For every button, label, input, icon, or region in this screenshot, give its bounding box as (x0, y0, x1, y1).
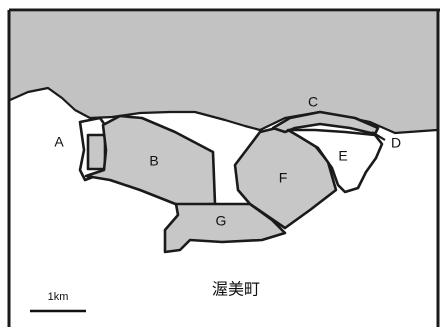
region-d-label: D (391, 135, 401, 151)
region-f-label: F (279, 170, 288, 186)
region-e-shape (286, 128, 384, 194)
region-e-label: E (338, 148, 347, 164)
town-name: 渥美町 (212, 280, 260, 299)
region-g-label: G (216, 213, 227, 229)
region-b-label: B (149, 153, 158, 169)
sea-area (10, 12, 437, 133)
region-a-label: A (54, 134, 64, 150)
region-a-shape (86, 133, 107, 171)
region-c-label: C (308, 94, 318, 110)
scale-bar-label: 1km (48, 291, 69, 303)
region-d-marker (371, 131, 386, 141)
